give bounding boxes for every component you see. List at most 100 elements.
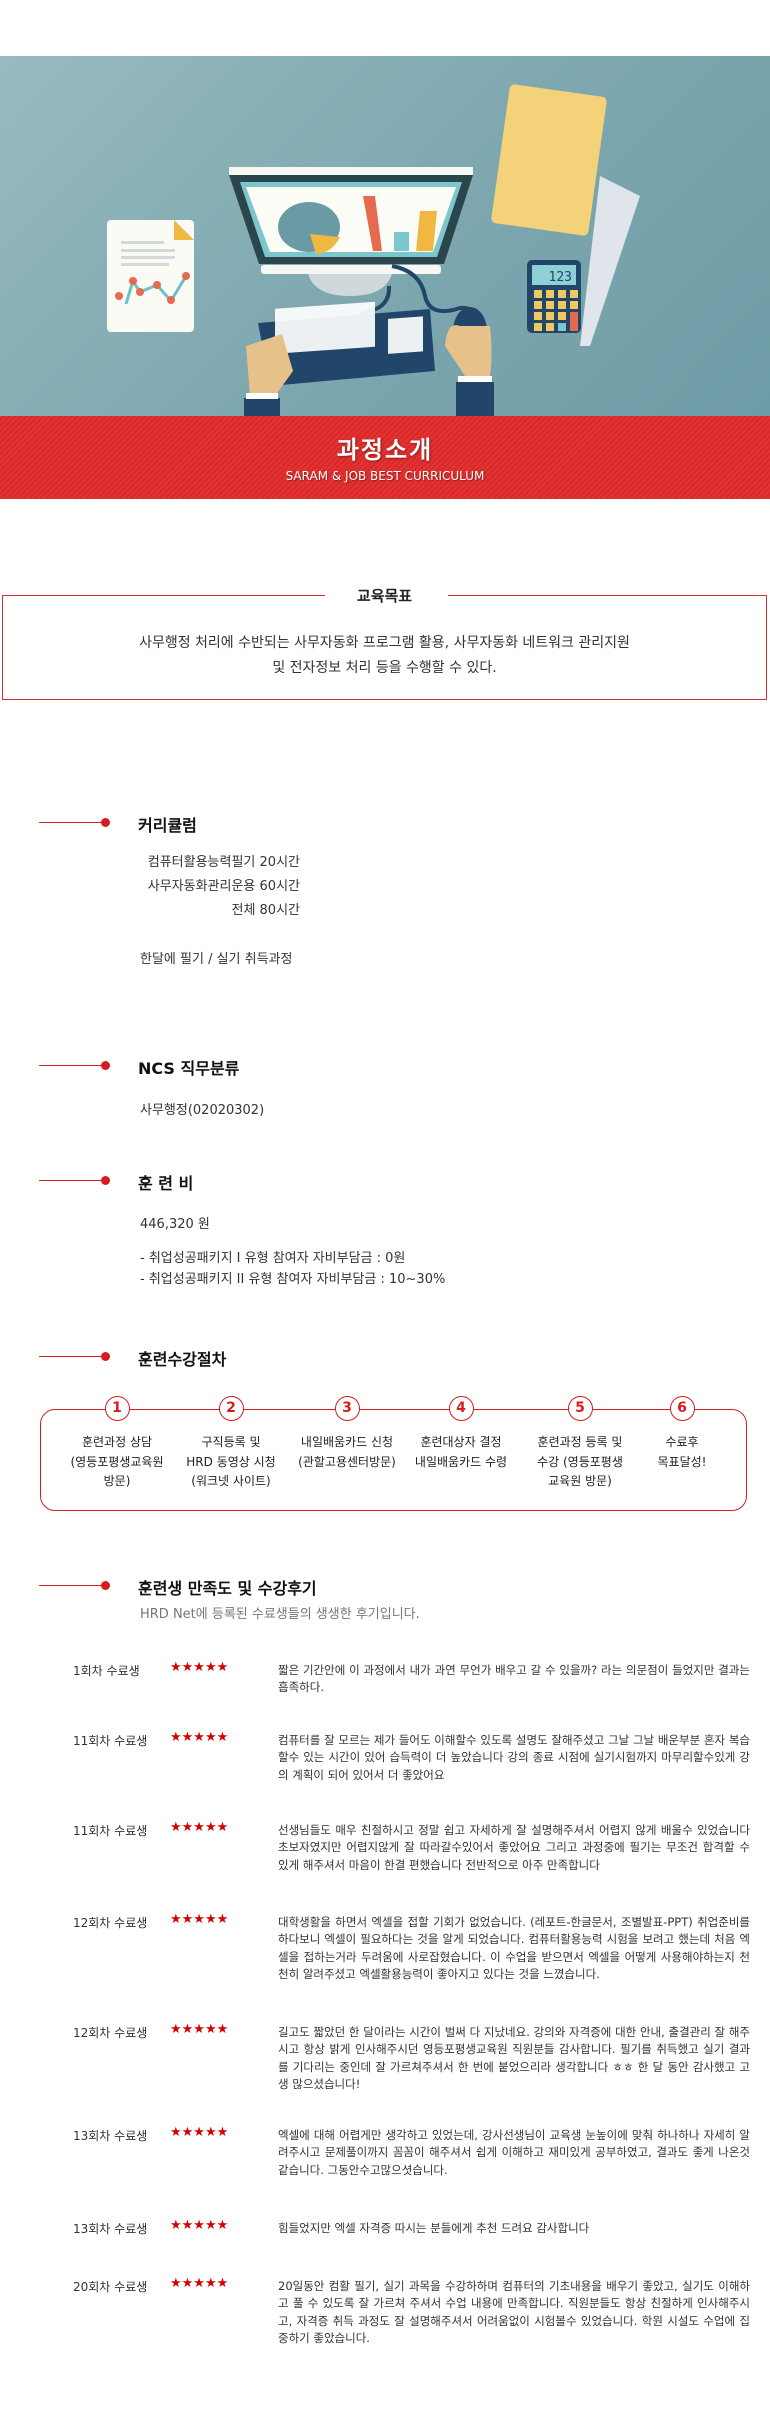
- rating-stars-icon: ★★★★★: [170, 2218, 229, 2233]
- step-label: 내일배움카드 신청 (관할고용센터방문): [277, 1433, 417, 1472]
- goal-line: 사무행정 처리에 수반되는 사무자동화 프로그램 활용, 사무자동화 네트워크 …: [139, 635, 630, 651]
- curriculum-note: 한달에 필기 / 실기 취득과정: [140, 952, 293, 967]
- review-author: 11회차 수료생: [73, 1734, 148, 1748]
- fee-amount: 446,320 원: [140, 1217, 210, 1232]
- step-number: 2: [218, 1396, 244, 1421]
- review-author: 13회차 수료생: [73, 2222, 148, 2236]
- section-title: 훈련수강절차: [138, 1350, 227, 1369]
- bullet-dot-icon: [101, 818, 110, 827]
- divider: [39, 1065, 103, 1066]
- step-number: 1: [104, 1396, 130, 1421]
- review-text: 길고도 짧았던 한 달이라는 시간이 벌써 다 지났네요. 강의와 자격증에 대…: [278, 2025, 750, 2091]
- step-label-line: 훈련과정 상담: [81, 1435, 153, 1449]
- rating-stars-icon: ★★★★★: [170, 1820, 229, 1835]
- bullet-dot-icon: [101, 1061, 110, 1070]
- divider: [3, 595, 325, 596]
- review-text: 20일동안 컴활 필기, 실기 과목을 수강하하며 컴퓨터의 기초내용을 배우기…: [278, 2279, 750, 2345]
- review-author: 12회차 수료생: [73, 1916, 148, 1930]
- step-label: 구직등록 및 HRD 동영상 시청 (워크넷 사이트): [161, 1433, 301, 1492]
- step-label-line: 구직등록 및: [201, 1435, 261, 1449]
- monitor-icon: [229, 167, 473, 296]
- hands-icon: [246, 325, 492, 396]
- report-document-icon: [107, 220, 194, 332]
- section-title: NCS 직무분류: [138, 1059, 240, 1078]
- review-author: 13회차 수료생: [73, 2129, 148, 2143]
- rating-stars-icon: ★★★★★: [170, 1912, 229, 1927]
- goal-line: 및 전자정보 처리 등을 수행할 수 있다.: [272, 660, 497, 676]
- ncs-value: 사무행정(02020302): [140, 1103, 265, 1118]
- step-label-line: 수료후: [665, 1435, 699, 1449]
- divider: [39, 1180, 103, 1181]
- step-label-line: 방문): [103, 1474, 131, 1488]
- calculator-icon: 123: [527, 260, 581, 333]
- step-label-line: 수강 (영등포평생: [537, 1454, 623, 1469]
- step-number: 3: [334, 1396, 360, 1421]
- review-author: 12회차 수료생: [73, 2026, 148, 2040]
- review-text: 선생님들도 매우 친절하시고 정말 쉽고 자세하게 잘 설명해주셔서 어렵지 않…: [278, 1823, 750, 1872]
- hero-illustration: 123: [0, 56, 770, 416]
- review-author: 1회차 수료생: [73, 1664, 140, 1678]
- step-label-line: 훈련과정 등록 및: [537, 1435, 623, 1449]
- fee-note: - 취업성공패키지 II 유형 참여자 자비부담금 : 10~30%: [140, 1272, 446, 1287]
- page-banner: 과정소개 SARAM & JOB BEST CURRICULUM: [0, 416, 770, 499]
- review-author: 11회차 수료생: [73, 1824, 148, 1838]
- review-author: 20회차 수료생: [73, 2280, 148, 2294]
- step-label-line: (워크넷 사이트): [191, 1474, 271, 1488]
- step-label-line: 내일배움카드 신청: [300, 1435, 394, 1449]
- folder-icon: [491, 84, 640, 346]
- section-title: 훈 련 비: [138, 1174, 194, 1193]
- curriculum-item: 사무자동화관리운용 60시간: [147, 879, 300, 894]
- step-label-line: 내일배움카드 수령: [414, 1454, 508, 1469]
- keyboard-icon: [258, 301, 435, 386]
- goal-box: 교육목표 사무행정 처리에 수반되는 사무자동화 프로그램 활용, 사무자동화 …: [2, 587, 767, 700]
- review-text: 컴퓨터를 잘 모르는 제가 들어도 이해할수 있도록 설명도 잘해주셨고 그날 …: [278, 1733, 750, 1782]
- svg-text:123: 123: [549, 270, 572, 285]
- review-text: 힘들었지만 엑셀 자격증 따시는 분들에게 추천 드려요 감사합니다: [278, 2221, 590, 2235]
- goal-text: 사무행정 처리에 수반되는 사무자동화 프로그램 활용, 사무자동화 네트워크 …: [3, 631, 766, 681]
- rating-stars-icon: ★★★★★: [170, 2022, 229, 2037]
- step-label-line: (관할고용센터방문): [298, 1454, 396, 1469]
- rating-stars-icon: ★★★★★: [170, 1730, 229, 1745]
- curriculum-list: 컴퓨터활용능력필기 20시간 사무자동화관리운용 60시간 전체 80시간: [140, 851, 300, 923]
- curriculum-item: 전체 80시간: [231, 903, 300, 918]
- reviews-subtitle: HRD Net에 등록된 수료생들의 생생한 후기입니다.: [140, 1607, 420, 1622]
- page-subtitle: SARAM & JOB BEST CURRICULUM: [285, 469, 485, 483]
- review-text: 엑셀에 대해 어렵게만 생각하고 있었는데, 강사선생님이 교육생 눈높이에 맞…: [278, 2128, 750, 2177]
- step-number: 5: [567, 1396, 593, 1421]
- step-label-line: 교육원 방문): [548, 1474, 612, 1488]
- bullet-dot-icon: [101, 1176, 110, 1185]
- divider: [39, 1356, 103, 1357]
- goal-title: 교육목표: [356, 587, 413, 605]
- fee-notes: - 취업성공패키지 I 유형 참여자 자비부담금 : 0원 - 취업성공패키지 …: [140, 1248, 445, 1290]
- procedure-step: 3 내일배움카드 신청 (관할고용센터방문): [277, 1396, 417, 1472]
- fee-note: - 취업성공패키지 I 유형 참여자 자비부담금 : 0원: [140, 1251, 406, 1266]
- step-number: 6: [669, 1396, 695, 1421]
- bullet-dot-icon: [101, 1581, 110, 1590]
- curriculum-item: 컴퓨터활용능력필기 20시간: [147, 855, 300, 870]
- step-label-line: 목표달성!: [657, 1454, 707, 1469]
- step-label-line: 훈련대상자 결정: [420, 1435, 502, 1449]
- procedure-box: [40, 1409, 747, 1511]
- rating-stars-icon: ★★★★★: [170, 2276, 229, 2291]
- section-title: 훈련생 만족도 및 수강후기: [138, 1579, 317, 1598]
- step-label-line: (영등포평생교육원: [70, 1454, 164, 1469]
- rating-stars-icon: ★★★★★: [170, 2125, 229, 2140]
- step-label-line: HRD 동영상 시청: [186, 1454, 276, 1469]
- procedure-step: 2 구직등록 및 HRD 동영상 시청 (워크넷 사이트): [161, 1396, 301, 1492]
- divider: [448, 595, 766, 596]
- section-title: 커리큘럼: [138, 816, 197, 835]
- divider: [39, 822, 103, 823]
- page-title: 과정소개: [336, 436, 434, 464]
- bullet-dot-icon: [101, 1352, 110, 1361]
- review-text: 짧은 기간안에 이 과정에서 내가 과연 무언가 배우고 갈 수 있을까? 라는…: [278, 1663, 750, 1695]
- step-number: 4: [448, 1396, 474, 1421]
- divider: [39, 1585, 103, 1586]
